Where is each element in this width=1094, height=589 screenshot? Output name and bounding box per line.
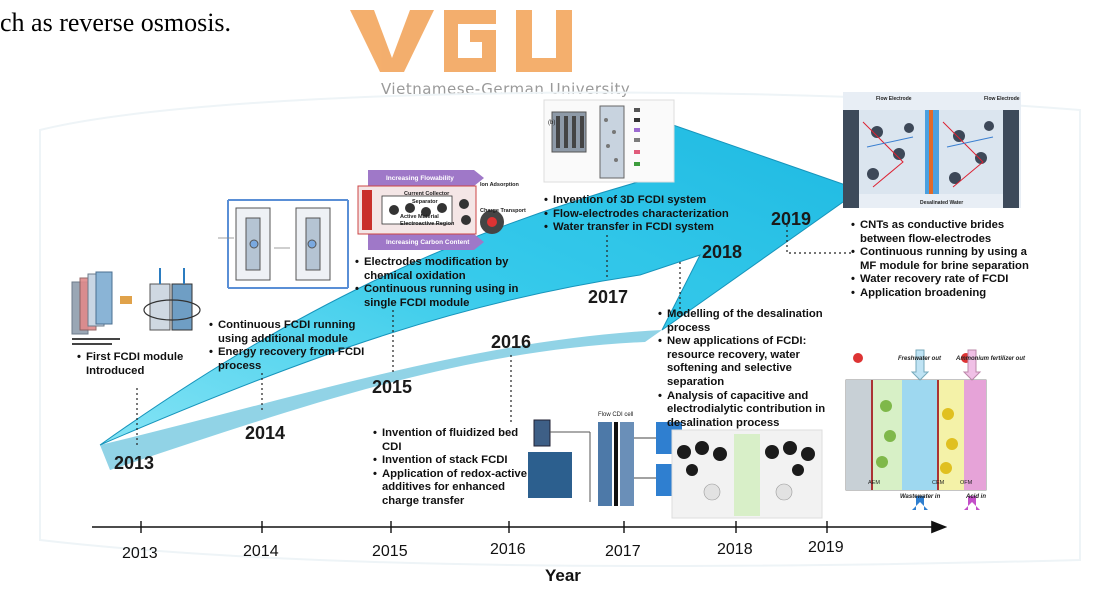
connector-2019 [786,225,852,254]
fig2019-water: Desalinated Water [920,200,963,206]
axis-label-2018: 2018 [717,541,753,558]
figure-2014 [218,199,349,289]
figure-2015 [357,170,504,250]
arrow-year-2013: 2013 [114,453,155,473]
fig2018b-fresh-label: Freshwater out [898,356,942,362]
milestones-2018: Modelling of the desalination process Ne… [658,308,838,430]
fig2019-fe2: Flow Electrode [984,96,1020,102]
milestone-2018-item: New applications of FCDI: resource recov… [658,335,838,389]
fig2015-bottom-label: Increasing Carbon Content [386,239,470,246]
arrow-year-2014: 2014 [245,423,286,443]
fig2016-cell-label: Flow CDI cell [598,412,633,418]
milestones-2016: Invention of fluidized bed CDI Invention… [373,427,538,509]
fig2018b-acid-label: Acid in [965,494,986,500]
milestone-2019-item: CNTs as conductive brides between flow-e… [851,219,1046,246]
milestones-2013: First FCDI module Introduced [77,351,197,378]
fig2015-ion-label: Ion Adsorption [480,182,520,188]
fig2015-separator-label: Separator [412,199,439,205]
milestone-2017-item: Flow-electrodes characterization [544,208,754,222]
fig2015-region-label: Electroactive Region [400,221,455,227]
milestone-2016-item: Invention of stack FCDI [373,454,538,468]
milestone-2019-item: Water recovery rate of FCDI [851,273,1046,287]
milestones-2019: CNTs as conductive brides between flow-e… [851,219,1046,301]
milestone-2016-item: Application of redox-active additives fo… [373,468,538,509]
milestone-2015-item: Electrodes modification by chemical oxid… [355,256,535,283]
axis-label-2015: 2015 [372,543,408,560]
milestone-2015-item: Continuous running using in single FCDI … [355,283,535,310]
milestone-2018-item: Modelling of the desalination process [658,308,838,335]
figure-2019 [843,92,1021,208]
milestone-2018-item: Analysis of capacitive and electrodialyt… [658,390,838,431]
axis-label-2017: 2017 [605,543,641,560]
arrow-year-2017: 2017 [588,287,629,307]
axis-ticks [140,521,828,533]
fig2017-label: (b) [548,120,555,126]
axis-title: Year [545,566,581,585]
axis-label-2019: 2019 [808,539,844,556]
arrow-year-2018: 2018 [702,242,743,262]
milestone-2017-item: Water transfer in FCDI system [544,221,754,235]
milestones-2014: Continuous FCDI running using additional… [209,319,369,373]
fig2019-fe1: Flow Electrode [876,96,912,102]
figure-2016 [528,419,682,506]
milestone-2019-item: Continuous running by using a MF module … [851,246,1046,273]
fig2018b-aem-label: AEM [868,480,880,486]
milestone-2017-item: Invention of 3D FCDI system [544,194,754,208]
fig2015-collector-label: Current Collector [404,191,450,197]
arrow-year-2015: 2015 [372,377,413,397]
fig2018b-ammonium-label: Ammonium fertilizer out [955,356,1026,362]
fig2015-charge-label: Charge Transport [480,208,526,214]
milestone-2016-item: Invention of fluidized bed CDI [373,427,538,454]
figure-2018-b [845,349,987,510]
milestones-2017: Invention of 3D FCDI system Flow-electro… [544,194,754,235]
milestone-2014-item: Continuous FCDI running using additional… [209,319,369,346]
arrow-year-2019: 2019 [771,209,812,229]
background-outline [39,91,1081,567]
fig2018b-cem-label: CEM [932,480,945,486]
axis-label-2014: 2014 [243,543,279,560]
figure-2017 [543,99,675,183]
header-text-fragment: ch as reverse osmosis. [0,8,232,37]
dotted-connectors [136,225,852,445]
figure-2018-a [671,429,823,519]
fig2018b-ofm-label: OFM [960,480,973,486]
arrow-shade [100,330,662,470]
fig2015-active-label: Active Material [400,214,439,220]
milestone-2013-item: First FCDI module Introduced [77,351,197,378]
arrow-year-2016: 2016 [491,332,532,352]
milestone-2014-item: Energy recovery from FCDI process [209,346,369,373]
milestone-2019-item: Application broadening [851,287,1046,301]
figure-2013 [71,268,201,345]
fig2018b-waste-label: Wastewater in [900,494,941,500]
milestones-2015: Electrodes modification by chemical oxid… [355,256,535,310]
axis-label-2016: 2016 [490,541,526,558]
axis-label-2013: 2013 [122,545,158,562]
fig2015-top-label: Increasing Flowability [386,175,454,182]
